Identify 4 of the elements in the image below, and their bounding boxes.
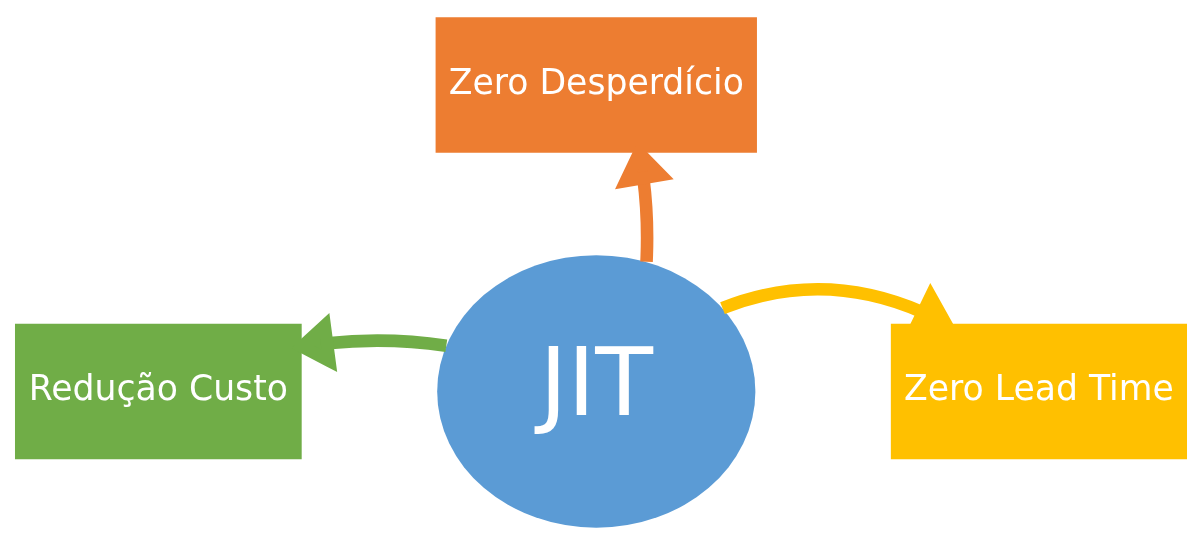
node-ellipse: JIT [437, 255, 756, 528]
node-box: Redução Custo [15, 323, 302, 460]
node-box: Zero Desperdício [435, 17, 757, 153]
node-box: Zero Lead Time [890, 323, 1187, 460]
